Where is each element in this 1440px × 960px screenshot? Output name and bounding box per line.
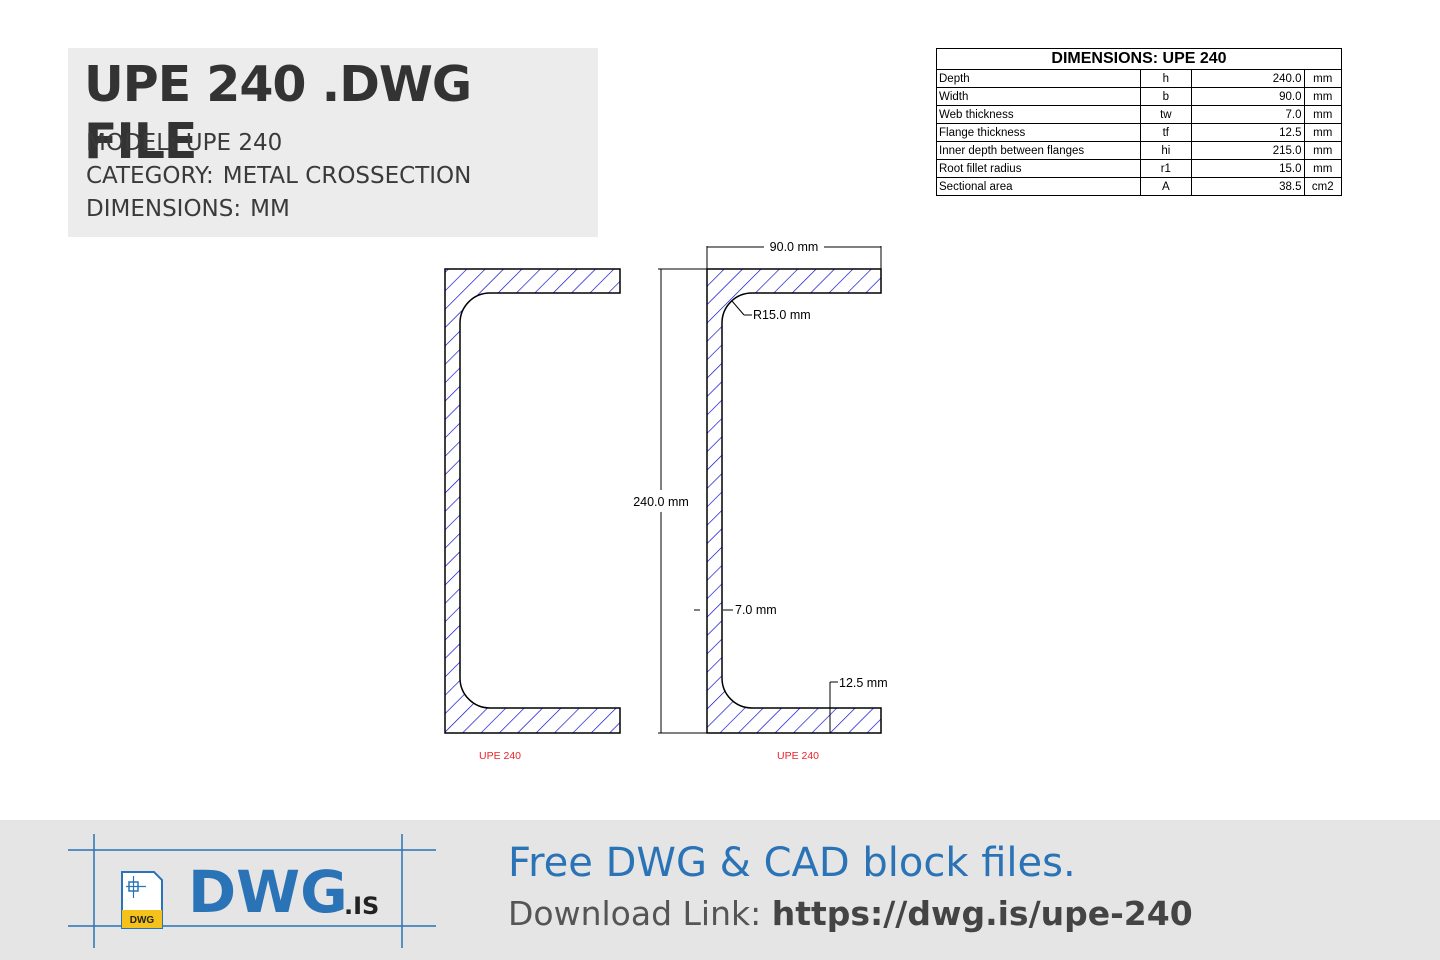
- dimensions-label: DIMENSIONS:: [86, 196, 242, 222]
- flange-dimension: [829, 681, 838, 733]
- download-link[interactable]: https://dwg.is/upe-240: [771, 894, 1193, 933]
- dimensions-line: DIMENSIONS: MM: [86, 196, 299, 222]
- web-dimension-label: 7.0 mm: [735, 603, 777, 617]
- table-title: DIMENSIONS: UPE 240: [936, 48, 1342, 70]
- cross-section-drawing: 90.0 mm R15.0 mm 240.0 mm 7.0 mm 12.5 mm…: [444, 240, 888, 762]
- row-unit: mm: [1303, 123, 1342, 142]
- tagline: Free DWG & CAD block files.: [508, 840, 1076, 886]
- model-line: MODEL: UPE 240: [86, 130, 291, 156]
- logo-suffix: .IS: [344, 892, 379, 920]
- row-label: Sectional area: [936, 177, 1141, 196]
- row-label: Web thickness: [936, 105, 1141, 124]
- row-label: Width: [936, 87, 1141, 106]
- logo-badge: DWG: [130, 915, 155, 926]
- file-icon: DWG: [121, 871, 163, 929]
- width-dimension: [706, 246, 882, 269]
- download-line: Download Link: https://dwg.is/upe-240: [508, 894, 1193, 933]
- row-unit: mm: [1303, 105, 1342, 124]
- flange-dimension-label: 12.5 mm: [839, 676, 888, 690]
- logo-text: DWG: [188, 858, 348, 926]
- category-value: METAL CROSSECTION: [222, 163, 472, 189]
- channel-section-left: [444, 268, 621, 734]
- row-value: 215.0: [1191, 141, 1305, 160]
- depth-dimension-label: 240.0 mm: [633, 495, 689, 509]
- row-label: Flange thickness: [936, 123, 1141, 142]
- dwg-is-logo[interactable]: DWG DWG .IS: [68, 834, 436, 948]
- download-label: Download Link:: [508, 894, 762, 933]
- channel-section-right: [706, 268, 882, 734]
- page-title: UPE 240 .DWG FILE: [84, 56, 472, 170]
- radius-leader: [731, 300, 752, 316]
- width-dimension-label: 90.0 mm: [770, 240, 819, 254]
- model-label: MODEL:: [86, 130, 177, 156]
- row-value: 12.5: [1191, 123, 1305, 142]
- depth-dimension: [658, 268, 707, 734]
- radius-dimension-label: R15.0 mm: [753, 308, 811, 322]
- caption-right: UPE 240: [777, 750, 819, 762]
- category-line: CATEGORY: METAL CROSSECTION: [86, 163, 480, 189]
- row-label: Inner depth between flanges: [936, 141, 1141, 160]
- row-unit: cm2: [1303, 177, 1342, 196]
- row-unit: mm: [1303, 87, 1342, 106]
- row-value: 240.0: [1191, 69, 1305, 88]
- caption-left: UPE 240: [479, 750, 521, 762]
- category-label: CATEGORY:: [86, 163, 214, 189]
- model-value: UPE 240: [185, 130, 283, 156]
- row-value: 90.0: [1191, 87, 1305, 106]
- dimensions-value: MM: [250, 196, 290, 222]
- row-value: 15.0: [1191, 159, 1305, 178]
- row-value: 38.5: [1191, 177, 1305, 196]
- title-panel: UPE 240 .DWG FILE MODEL: UPE 240 CATEGORY…: [68, 48, 598, 237]
- footer-banner: DWG DWG .IS Free DWG & CAD block files. …: [0, 820, 1440, 960]
